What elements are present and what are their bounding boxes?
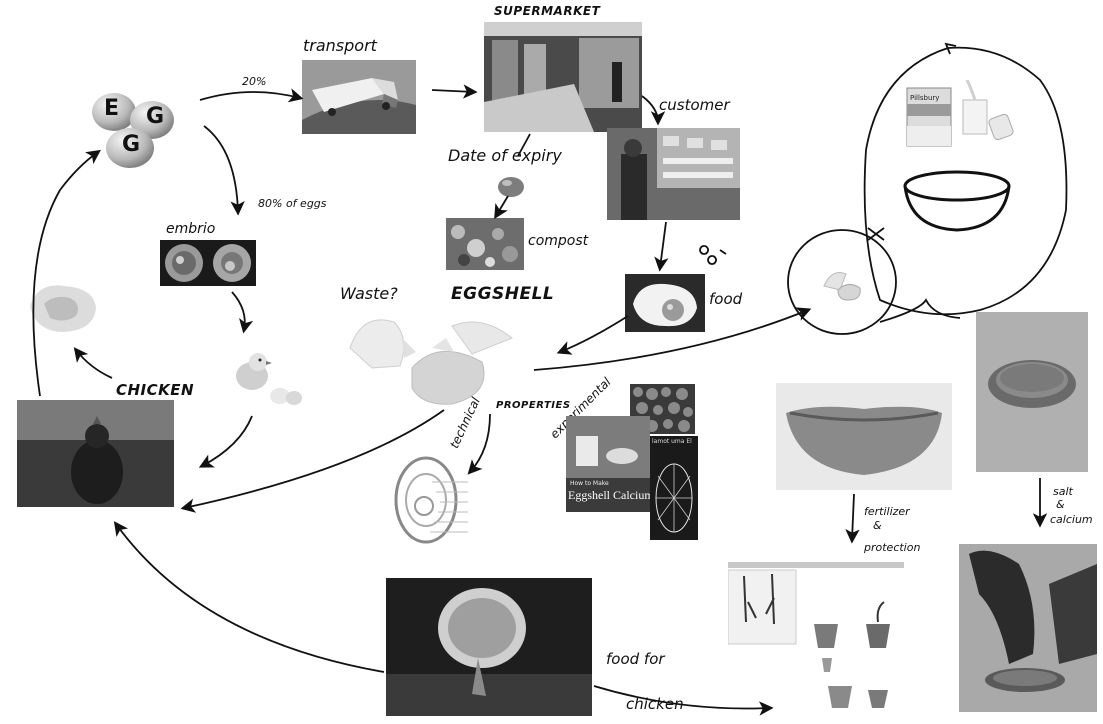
arrow-chick-chicken	[202, 416, 252, 466]
arrow-embrio-chick	[232, 292, 245, 330]
arrow-customer-food	[660, 222, 666, 268]
arrow-egg-compost	[496, 196, 508, 216]
arrow-eggshell-chicken	[184, 410, 444, 508]
food-doodle-circles	[700, 246, 726, 264]
arrow-chicken-egg	[33, 152, 98, 396]
arrow-food-eggshell	[560, 316, 628, 352]
arrow-supermarket-expiry	[518, 134, 530, 156]
cooking-top-arrow	[946, 44, 956, 54]
arrow-transport-supermarket	[432, 90, 474, 92]
arrow-egg-embrio	[204, 126, 238, 212]
arrow-eggshell-circle	[534, 310, 808, 370]
arrow-bird-plants	[594, 686, 770, 709]
cross-mark	[868, 228, 884, 240]
arrow-chicken-meat	[76, 350, 112, 378]
arrow-supermarket-customer	[642, 96, 658, 122]
arrow-properties-technical	[470, 414, 490, 472]
small-eggshell-circle	[788, 230, 896, 334]
arrow-egg-transport	[200, 92, 300, 100]
arrow-bowl-plants	[852, 494, 854, 540]
arrow-bird-chicken	[116, 524, 384, 672]
